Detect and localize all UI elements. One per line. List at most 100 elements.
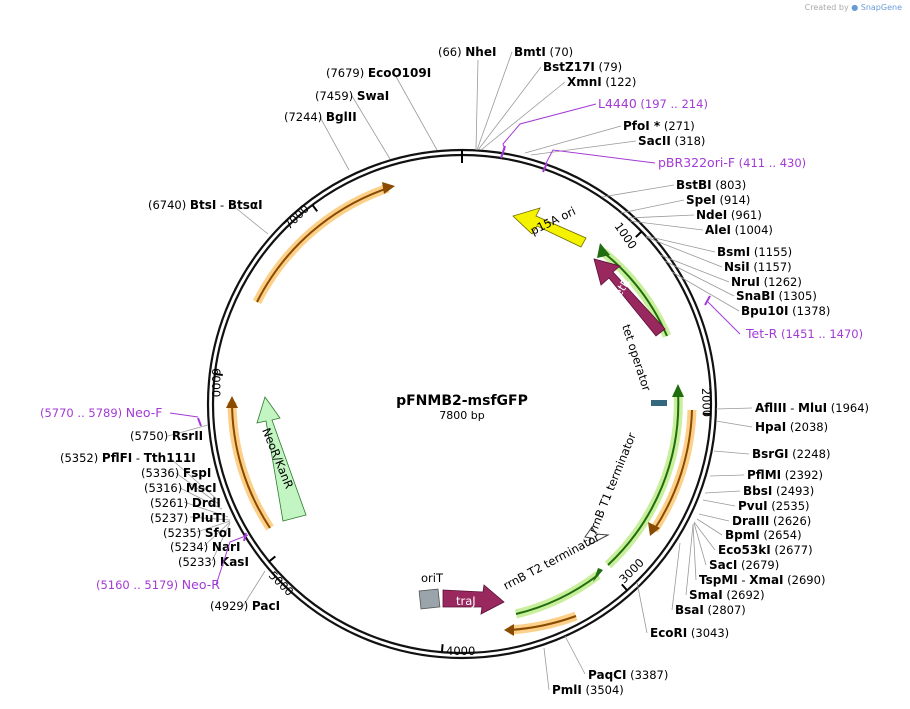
site-leader-bpmi (696, 518, 723, 536)
site-name: PmlI (552, 683, 582, 697)
site-name: FspI (183, 466, 211, 480)
site-leader-paqci (564, 635, 586, 675)
site-bsai: BsaI (2807) (675, 603, 746, 617)
site-name: NruI (731, 275, 760, 289)
site-bstbi: BstBI (803) (676, 178, 746, 192)
site-name: Bpu10I (741, 304, 788, 318)
site-position: (5261) (150, 496, 192, 510)
site-leader-paci (242, 570, 266, 607)
site-leader-smai (685, 524, 694, 596)
site-name: SacI (709, 558, 737, 572)
site-position: (5234) (170, 540, 212, 554)
tick-mark (440, 644, 444, 653)
site-leader-nrui (659, 254, 730, 283)
leader-lines (167, 51, 753, 691)
site-rsrii: (5750) RsrII (130, 429, 203, 443)
primer-leader-pbr322ori-f (544, 149, 656, 166)
site-name: NsiI (724, 260, 750, 274)
site-name: BsaI (675, 603, 704, 617)
site-leader-pfoi (524, 125, 622, 154)
site-name: HpaI (755, 420, 786, 434)
site-leader-btsi (231, 204, 269, 235)
site-bsrgi: BsrGI (2248) (752, 447, 830, 461)
primer-leader-neo-f (169, 412, 199, 418)
site-afliii: AflIII - MluI (1964) (755, 401, 869, 415)
site-leader-draiii (698, 513, 730, 522)
site-leader-ecori (636, 581, 648, 634)
primers: L4440 (197 .. 214)pBR322ori-F (411 .. 43… (40, 96, 863, 592)
site-position: (6740) (148, 198, 190, 212)
primer-mark-neo-r (243, 532, 247, 542)
site-position: (1305) (775, 289, 817, 303)
tick-label: 2000 (699, 388, 714, 418)
site-name: SwaI (357, 89, 389, 103)
feature-label-traj: traJ (456, 594, 476, 608)
site-position: (2807) (704, 603, 746, 617)
site-leader-xmni (480, 81, 566, 151)
primer-leader-neo-r (215, 534, 249, 586)
tet-operator-mark (651, 400, 667, 406)
feature-line-orange-3 (231, 401, 271, 529)
site-position: (2535) (768, 499, 810, 513)
site-name: AflIII (755, 401, 787, 415)
site-position: (5233) (178, 555, 220, 569)
site-bpu10i: Bpu10I (1378) (741, 304, 830, 318)
site-bbsi: BbsI (2493) (743, 484, 814, 498)
site-name: EcoO109I (368, 66, 431, 80)
site-position: (5336) (141, 466, 183, 480)
site-position: (1004) (731, 223, 773, 237)
primer-leader-tet-r (707, 301, 741, 335)
site-position: (5352) (60, 451, 102, 465)
site-bstz17i: BstZ17I (79) (543, 60, 622, 74)
site-position: (2677) (771, 543, 813, 557)
site-name: BstBI (676, 178, 712, 192)
site-pfoi: PfoI * (271) (623, 119, 695, 133)
site-pmli: PmlI (3504) (552, 683, 624, 697)
feature-line-green-2 (607, 391, 680, 566)
site-xmni: XmnI (122) (567, 75, 636, 89)
site-ecori: EcoRI (3043) (650, 626, 729, 640)
site-name: NarI (212, 540, 241, 554)
site-btsi: (6740) BtsI - BtsαI (148, 198, 263, 212)
site-position: (271) (660, 119, 695, 133)
primer-name: L4440 (598, 96, 637, 111)
site-leader-hpai (715, 420, 753, 428)
site-name: XmnI (567, 75, 602, 89)
primer-tet-r: Tet-R (1451 .. 1470) (745, 326, 863, 341)
site-position: (2493) (772, 484, 814, 498)
site-name: EcoRI (650, 626, 687, 640)
site-leader-afliii (715, 407, 753, 410)
features (226, 182, 697, 636)
site-name: DraIII (732, 514, 769, 528)
site-leader-bglii (319, 116, 350, 171)
site-leader-ndei (627, 214, 695, 219)
feature-head-green-3 (593, 568, 603, 582)
tick-mark (268, 555, 276, 563)
site-leader-bsmi (645, 235, 716, 253)
site-leader-bstbi (601, 184, 675, 198)
plasmid-size: 7800 bp (439, 409, 484, 422)
site-position: (961) (727, 208, 762, 222)
site-position: (1262) (760, 275, 802, 289)
primer-mark-tet-r (704, 295, 711, 306)
site-position: (2679) (737, 558, 779, 572)
site-position: (7244) (284, 110, 326, 124)
feature-head-orange-1 (648, 522, 660, 536)
site-name: TspMI (699, 573, 738, 587)
site-leader-msci (179, 487, 223, 510)
site-position: (318) (671, 134, 706, 148)
primer-range: (5770 .. 5789) (40, 406, 126, 420)
site-pluti: (5237) PluTI (150, 511, 226, 525)
feature-head-orange-4 (382, 182, 395, 194)
site-name: BsrGI (752, 447, 789, 461)
primer-name: Tet-R (745, 326, 778, 341)
site-name: SmaI (689, 588, 723, 602)
tick-label: 5000 (266, 568, 297, 599)
site-leader-pflfi (169, 457, 220, 502)
site-position: (122) (602, 75, 637, 89)
site-nari: (5234) NarI (170, 540, 240, 554)
feature-head-green-2 (672, 384, 684, 397)
site-position: (1964) (827, 401, 869, 415)
neo-arrow (256, 396, 307, 522)
site-name: PaqCI (588, 668, 626, 682)
